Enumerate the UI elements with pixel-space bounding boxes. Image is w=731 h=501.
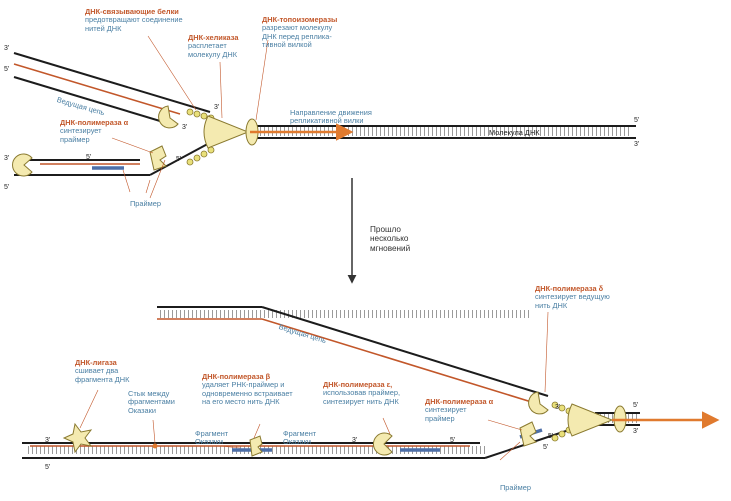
- upper-arm-strand: [14, 53, 210, 112]
- end-label: 5': [45, 464, 50, 471]
- end-label: 5': [543, 444, 548, 451]
- label-helicase-text: расплетает молекулу ДНК: [188, 42, 238, 59]
- label-fragment-1: Фрагмент Оказаки: [195, 430, 228, 447]
- leading-template-diag: [262, 307, 548, 396]
- junction-dot: [153, 444, 158, 449]
- label-pol-epsilon: ДНК-полимераза ε,использовав праймер, си…: [323, 381, 400, 406]
- label-pol-epsilon-text: использовав праймер, синтезирует нить ДН…: [323, 389, 400, 406]
- label-primer-top: Праймер: [130, 200, 161, 208]
- label-fragment-2: Фрагмент Оказаки: [283, 430, 316, 447]
- label-time-passed: Прошло несколько мгновений: [370, 225, 410, 253]
- label-direction-text: Направление движения репликативной вилки: [290, 109, 372, 126]
- end-label: 3': [4, 45, 9, 52]
- helicase-icon: [204, 116, 248, 148]
- end-label: 3': [214, 104, 219, 111]
- end-label: 5': [633, 402, 638, 409]
- label-pol-alpha-top-text: синтезирует праймер: [60, 127, 128, 144]
- end-label: 3': [352, 437, 357, 444]
- end-label: 5': [176, 156, 181, 163]
- leading-base-pairs: [160, 310, 530, 318]
- polymerase-alpha-icon: [150, 146, 166, 170]
- end-label: 5': [4, 184, 9, 191]
- label-junction: Стык между фрагментами Оказаки: [128, 390, 175, 415]
- label-pol-alpha-bottom-text: синтезирует праймер: [425, 406, 493, 423]
- polymerase-alpha-icon: [520, 422, 536, 446]
- label-pol-delta-text: синтезирует ведущую нить ДНК: [535, 293, 610, 310]
- label-molecule: Молекула ДНК: [489, 129, 540, 137]
- helicase-icon: [568, 404, 612, 436]
- end-label: 5': [634, 117, 639, 124]
- end-label: 3': [634, 141, 639, 148]
- label-ssb-text: предотвращают соединение нитей ДНК: [85, 16, 183, 33]
- label-ligase-text: сшивает два фрагмента ДНК: [75, 367, 129, 384]
- leading-template: [14, 77, 170, 124]
- polymerase-epsilon-icon: [373, 433, 392, 455]
- label-topoisomerase-text: разрезают молекулу ДНК перед реплика- ти…: [262, 24, 337, 49]
- end-label: 5': [450, 437, 455, 444]
- end-label: 5': [548, 433, 553, 440]
- polymerase-leading-icon: [159, 106, 178, 128]
- end-label: 3': [555, 404, 560, 411]
- end-label: 3': [633, 428, 638, 435]
- polymerase-left-icon: [13, 154, 32, 176]
- label-junction-text: Стык между фрагментами Оказаки: [128, 390, 175, 415]
- label-pol-beta-text: удаляет РНК-праймер и одновременно встра…: [202, 381, 293, 406]
- end-label: 3': [4, 155, 9, 162]
- label-primer-bottom: Праймер: [500, 484, 531, 492]
- label-direction: Направление движения репликативной вилки: [290, 109, 372, 126]
- end-label: 5': [4, 66, 9, 73]
- end-label: 5': [86, 154, 91, 161]
- end-label: 3': [45, 437, 50, 444]
- leader-lines: [112, 36, 268, 198]
- end-label: 3': [182, 124, 187, 131]
